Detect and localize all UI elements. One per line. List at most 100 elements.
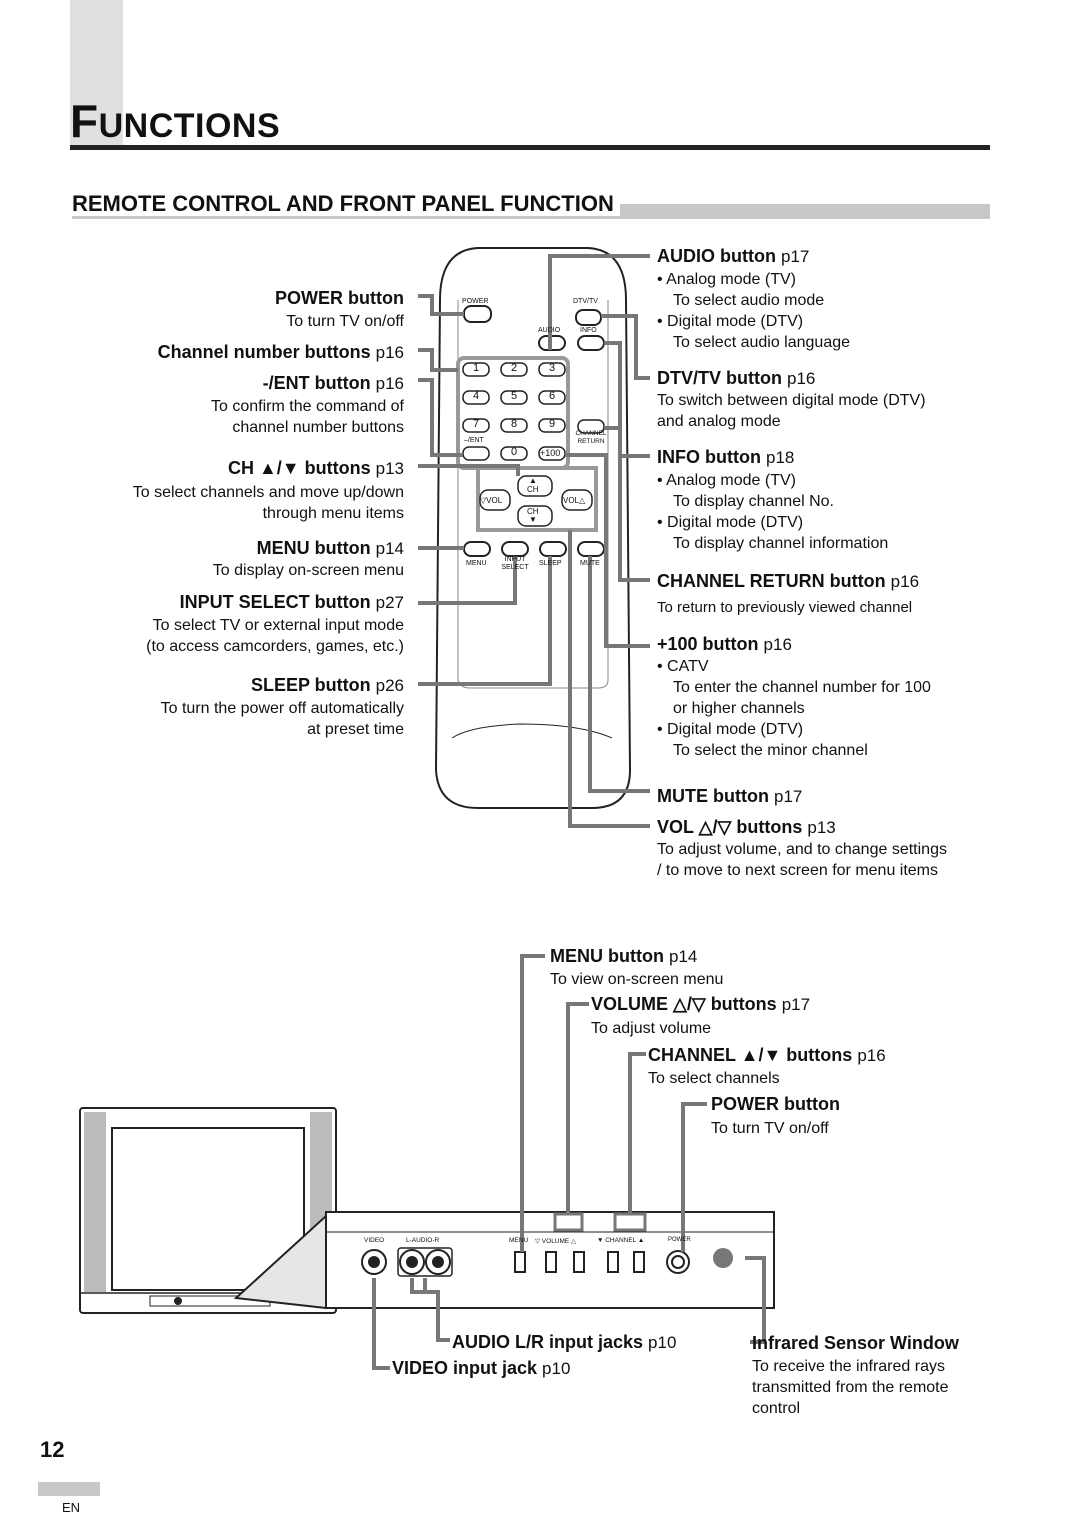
remote-key-5[interactable]: 5 [511, 390, 518, 402]
front-menu-desc: To view on-screen menu [550, 971, 724, 988]
callout-channel-number-label: Channel number buttons p16 [157, 342, 404, 362]
panel-channel-down-button[interactable] [607, 1251, 619, 1273]
front-volume-desc: To adjust volume [591, 1020, 712, 1037]
language-code: EN [62, 1500, 81, 1515]
callout-ch-desc-2: through menu items [262, 505, 404, 522]
callout-info-bullet-2: • Digital mode (DTV) [657, 514, 804, 531]
callout-plus100-desc-1: To enter the channel number for 100 [673, 679, 931, 696]
remote-key-2[interactable]: 2 [511, 362, 518, 374]
front-power-label: POWER button [711, 1094, 840, 1114]
callout-power-label: POWER button [275, 288, 404, 308]
callout-plus100-desc-2: or higher channels [673, 700, 805, 717]
callout-plus100-label: +100 button p16 [657, 634, 792, 654]
callout-audio-bullet-2: • Digital mode (DTV) [657, 313, 804, 330]
front-audio-jacks-label: AUDIO L/R input jacks p10 [452, 1332, 677, 1352]
callout-sleep-desc-1: To turn the power off automatically [160, 700, 404, 717]
remote-key-7[interactable]: 7 [473, 418, 480, 430]
remote-key-8[interactable]: 8 [511, 418, 518, 430]
page-number: 12 [40, 1437, 65, 1462]
infrared-label: Infrared Sensor Window [752, 1333, 959, 1353]
callout-audio-desc-1: To select audio mode [673, 292, 825, 309]
front-channel-label: CHANNEL ▲/▼ buttons p16 [648, 1045, 886, 1065]
remote-ch-down-icon[interactable]: ▼ [529, 515, 537, 524]
remote-sleep-label: SLEEP [539, 560, 562, 567]
header-rule [70, 145, 990, 150]
callout-menu-desc: To display on-screen menu [212, 562, 404, 579]
callout-ent-label: -/ENT button p16 [262, 373, 404, 393]
page-title: FUNCTIONS [70, 98, 280, 144]
panel-audio-text: L-AUDIO-R [406, 1237, 440, 1244]
section-title: REMOTE CONTROL AND FRONT PANEL FUNCTION [72, 191, 620, 217]
remote-key-3[interactable]: 3 [549, 362, 556, 374]
callout-audio-label: AUDIO button p17 [657, 246, 810, 266]
callout-sleep-desc-2: at preset time [307, 721, 404, 738]
callout-plus100-bullet-2: • Digital mode (DTV) [657, 721, 804, 738]
title-initial: F [70, 95, 99, 147]
callout-ent-desc-1: To confirm the command of [211, 398, 404, 415]
infrared-sensor-window [713, 1248, 733, 1268]
infrared-desc-3: control [752, 1400, 801, 1417]
remote-key-9[interactable]: 9 [549, 418, 556, 430]
remote-info-label: INFO [580, 327, 597, 334]
remote-plus100-label[interactable]: +100 [540, 448, 561, 458]
front-power-desc: To turn TV on/off [711, 1120, 829, 1137]
title-rest: UNCTIONS [98, 107, 281, 145]
panel-volume-down-button[interactable] [545, 1251, 557, 1273]
callout-vol-label: VOL △/▽ buttons p13 [657, 817, 836, 837]
callout-plus100-bullet-1: • CATV [657, 658, 709, 675]
remote-key-0[interactable]: 0 [511, 446, 518, 458]
panel-channel-text: ▼ CHANNEL ▲ [597, 1237, 645, 1244]
remote-channel-return-label: CHANNEL RETURN [575, 430, 607, 445]
panel-volume-up-button[interactable] [573, 1251, 585, 1273]
panel-channel-up-button[interactable] [633, 1251, 645, 1273]
callout-input-select-desc-1: To select TV or external input mode [152, 617, 404, 634]
remote-input-select-label: INPUT SELECT [501, 556, 529, 571]
callout-info-label: INFO button p18 [657, 447, 795, 467]
callout-info-desc-1: To display channel No. [673, 493, 834, 510]
remote-power-label: POWER [462, 298, 489, 305]
infrared-desc-1: To receive the infrared rays [752, 1358, 945, 1375]
front-panel-illustration [325, 1211, 775, 1309]
remote-vol-down-label[interactable]: ▽VOL [480, 496, 503, 505]
remote-key-6[interactable]: 6 [549, 390, 556, 402]
panel-video-text: VIDEO [364, 1237, 385, 1244]
remote-dtvtv-label: DTV/TV [573, 298, 598, 305]
front-video-jack-label: VIDEO input jack p10 [392, 1358, 571, 1378]
remote-ch-up-label: CH [527, 485, 539, 494]
infrared-desc-2: transmitted from the remote [752, 1379, 949, 1396]
front-menu-label: MENU button p14 [550, 946, 698, 966]
front-channel-desc: To select channels [648, 1070, 780, 1087]
remote-mute-label: MUTE [580, 560, 600, 567]
callout-input-select-label: INPUT SELECT button p27 [179, 592, 404, 612]
callout-info-desc-2: To display channel information [673, 535, 889, 552]
callout-sleep-label: SLEEP button p26 [250, 675, 404, 695]
panel-menu-button[interactable] [514, 1251, 526, 1273]
remote-ch-down-label: CH [527, 507, 539, 516]
callout-mute-label: MUTE button p17 [657, 786, 803, 806]
remote-key-1[interactable]: 1 [473, 362, 480, 374]
remote-ch-up-icon[interactable]: ▲ [529, 476, 537, 485]
callout-channel-return-desc: To return to previously viewed channel [657, 599, 913, 616]
panel-power-text: POWER [668, 1237, 691, 1243]
panel-menu-text: MENU [509, 1237, 529, 1244]
callout-plus100-desc-3: To select the minor channel [673, 742, 868, 759]
panel-leader-lines [372, 954, 766, 1370]
remote-ent-label[interactable]: –/ENT [464, 437, 484, 444]
callout-dtvtv-label: DTV/TV button p16 [657, 368, 816, 388]
panel-volume-text: ▽ VOLUME △ [535, 1238, 577, 1245]
callout-ent-desc-2: channel number buttons [232, 419, 404, 436]
remote-leader-lines [418, 254, 650, 828]
remote-sleep-button[interactable] [539, 541, 567, 557]
callout-ch-desc-1: To select channels and move up/down [132, 484, 404, 501]
callout-info-bullet-1: • Analog mode (TV) [657, 472, 796, 489]
header-accent-block [70, 0, 123, 150]
remote-key-4[interactable]: 4 [473, 390, 480, 402]
front-volume-label: VOLUME △/▽ buttons p17 [591, 994, 811, 1014]
remote-control-illustration [434, 247, 632, 809]
callout-audio-desc-2: To select audio language [673, 334, 851, 351]
callout-vol-desc-1: To adjust volume, and to change settings [657, 841, 947, 858]
remote-vol-up-label[interactable]: VOL△ [563, 496, 586, 505]
callout-audio-bullet-1: • Analog mode (TV) [657, 271, 796, 288]
callout-ch-label: CH ▲/▼ buttons p13 [227, 458, 404, 478]
